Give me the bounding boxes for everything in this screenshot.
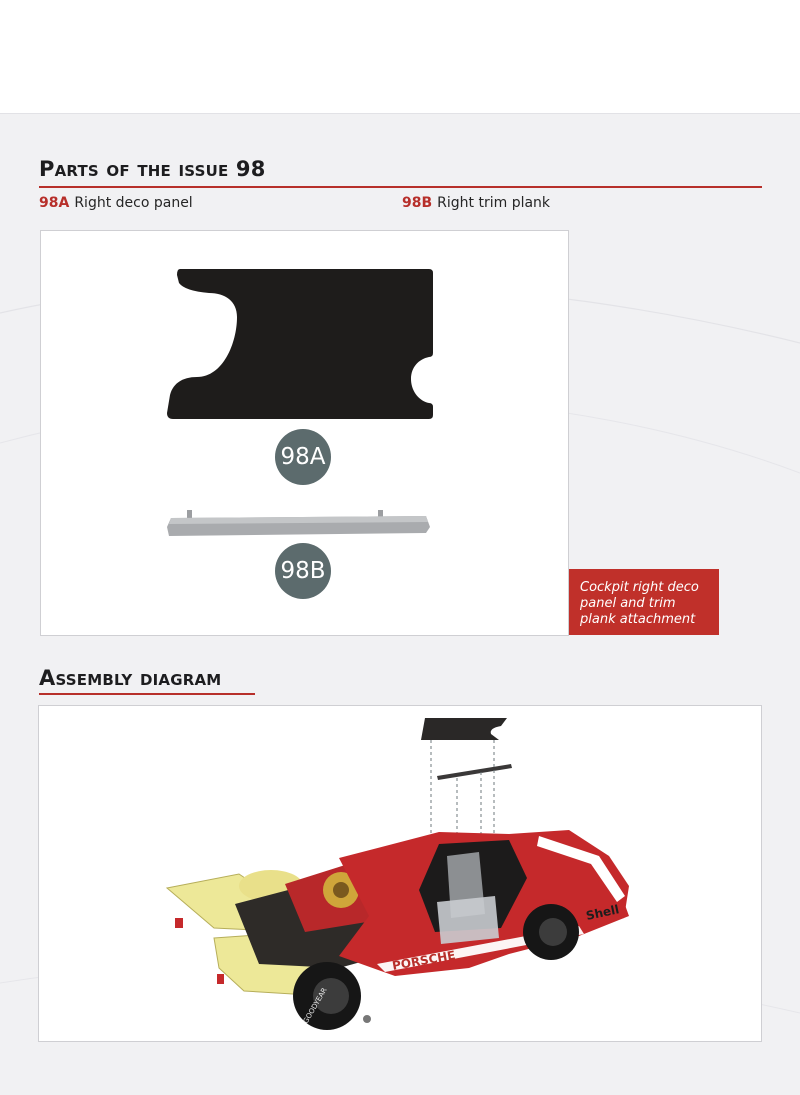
part-code-98a: 98A	[39, 195, 70, 211]
deco-panel-98a-shape	[167, 269, 433, 419]
car-logo-shell: Shell	[585, 902, 621, 923]
trim-plank-98b-peg-left	[187, 510, 192, 518]
assembly-section-title: Assembly diagram	[39, 666, 222, 690]
part-code-98b: 98B	[402, 195, 433, 211]
part-badge-98b: 98B	[275, 543, 331, 599]
car-nose	[509, 830, 629, 928]
parts-image-panel: 98A 98B	[40, 230, 569, 636]
page-header-blank	[0, 0, 800, 113]
part-name-98a: Right deco panel	[74, 195, 193, 211]
car-rear-light	[175, 918, 183, 928]
parts-illustration	[167, 269, 433, 536]
caption-box: Cockpit right deco panel and trim plank …	[569, 569, 719, 635]
exploded-trim-plank	[437, 764, 512, 780]
part-badge-98a: 98A	[275, 429, 331, 485]
assembly-title-rule	[39, 693, 255, 695]
assembly-diagram-panel: PORSCHE Shell GOODYEAR	[38, 705, 762, 1042]
parts-title-rule	[39, 186, 762, 188]
part-name-98b: Right trim plank	[437, 195, 551, 211]
parts-section-title: Parts of the issue 98	[39, 157, 266, 181]
car-jack-screw	[363, 1015, 371, 1023]
car-cockpit-installed-panel	[437, 896, 499, 944]
car-nose-white-stripe	[537, 836, 625, 902]
assembly-diagram-illustration: PORSCHE Shell GOODYEAR	[165, 718, 629, 1030]
trim-plank-98b-peg-right	[378, 510, 383, 518]
exploded-deco-panel	[421, 718, 507, 740]
